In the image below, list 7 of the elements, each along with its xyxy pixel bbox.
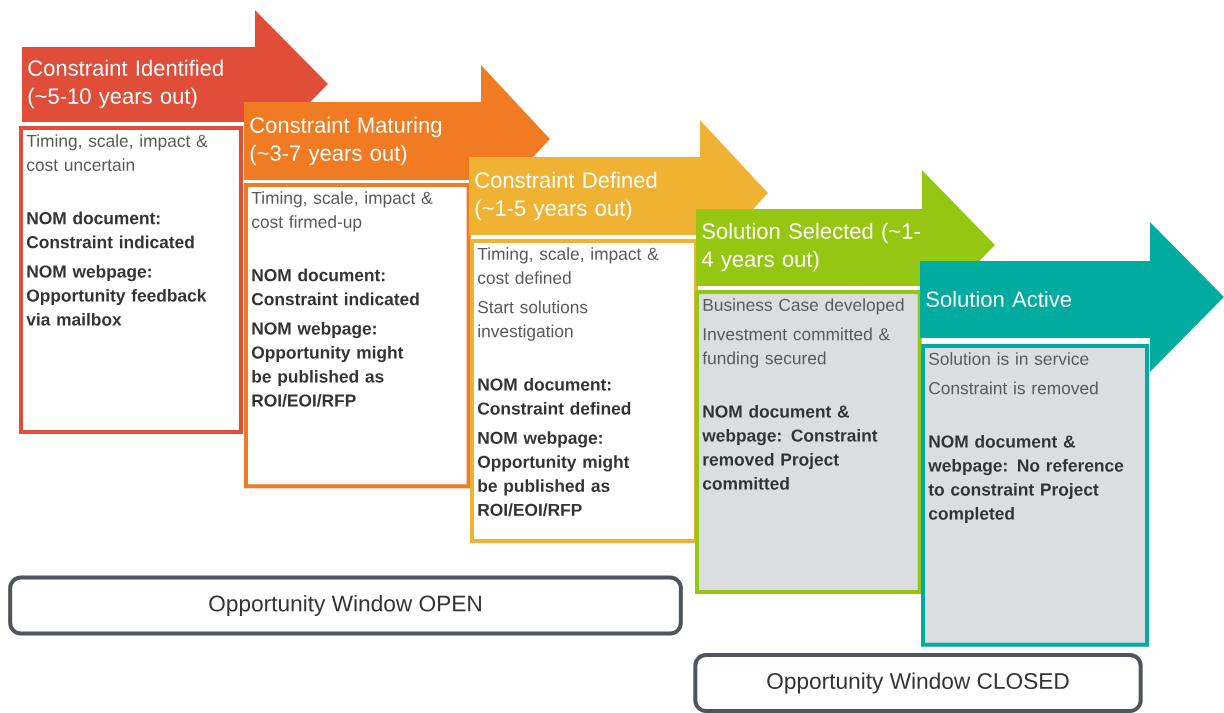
stage-box: Timing, scale, impact & cost defined Start solutions investigation NOM document: Constraint defined NOM webpage: Opportunity might be published as ROI/EOI/RFP xyxy=(470,239,698,543)
stage-box: Timing, scale, impact & cost firmed-up NOM document: Constraint indicated NOM webpage: Opportunity might be published as ROI/EOI/RFP xyxy=(244,183,471,489)
window-box: Opportunity Window CLOSED xyxy=(693,653,1143,713)
stage-box: Timing, scale, impact & cost uncertain NOM document: Constraint indicated NOM webpage: Opportunity feedback via mailbox xyxy=(19,126,243,434)
stage-box: Solution is in service Constraint is removed NOM document & webpage: No reference to constraint Project completed xyxy=(921,344,1149,647)
window-box: Opportunity Window OPEN xyxy=(8,575,683,636)
stage-box: Business Case developed Investment committed & funding secured NOM document & webpage: Constraint removed Project committed xyxy=(695,290,922,594)
